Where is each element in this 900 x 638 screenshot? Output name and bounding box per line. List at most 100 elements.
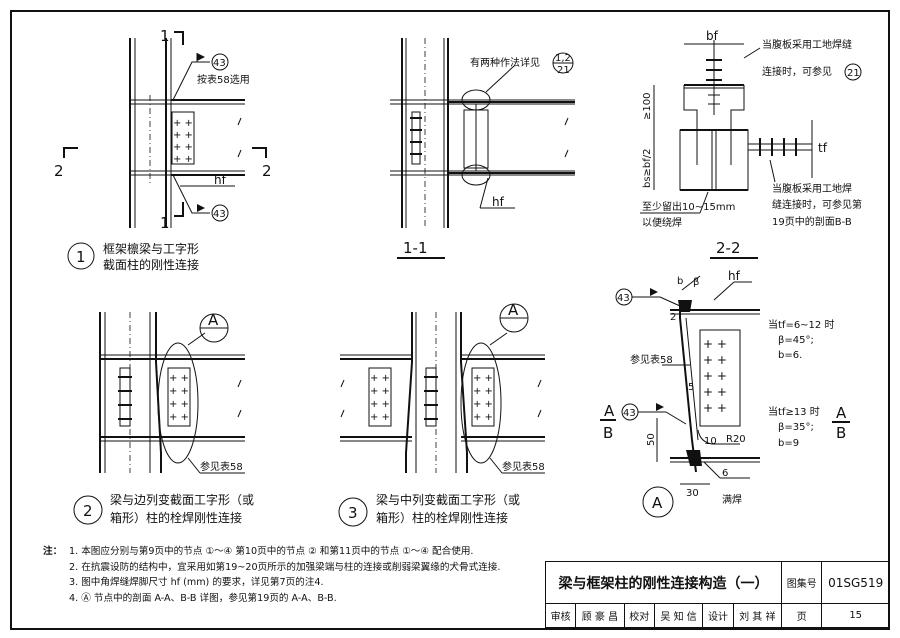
svg-text:+ +: + + <box>473 399 493 410</box>
general-notes: 注： 1. 本图应分别与第9页中的节点 ①～④ 第10页中的节点 ② 和第11页… <box>43 544 538 606</box>
cut-mark-1-top: 1 <box>160 27 170 45</box>
svg-text:+ +: + + <box>173 142 193 153</box>
dA-dim-50: 50 <box>646 433 657 446</box>
d3-ref: 参见表58 <box>502 460 545 473</box>
detail-3: + + + + + + + + + + + + + + + + A 参见表58 … <box>338 301 545 527</box>
detail-3-number: 3 <box>348 504 358 522</box>
s11-ref-top: 1,2 <box>555 53 571 64</box>
note-item: 3. 图中角焊缝焊脚尺寸 hf (mm) 的要求，详见第7页的注4. <box>69 577 324 589</box>
svg-text:+ +: + + <box>473 386 493 397</box>
dA-sec-b-left: B <box>603 424 613 442</box>
detail-1-number: 1 <box>76 248 86 266</box>
svg-text:+ +: + + <box>169 399 189 410</box>
page-label: 页 <box>781 603 823 628</box>
d2-ref: 参见表58 <box>200 460 243 473</box>
dim-hf-1: hf <box>214 173 227 187</box>
s22-note-right-1: 当腹板采用工地焊 <box>772 182 852 195</box>
svg-text:+ +: + + <box>370 386 390 397</box>
dA-weld-ref-mid: 43 <box>623 408 636 419</box>
dA-dim-6: 6 <box>722 468 728 479</box>
svg-text:+ +: + + <box>703 385 727 399</box>
d3-callout: A <box>508 301 519 319</box>
s22-note-right-3: 19页中的剖面B-B <box>772 215 852 228</box>
svg-text:+ +: + + <box>370 399 390 410</box>
weld-ref-top: 43 <box>213 58 226 69</box>
svg-text:+ +: + + <box>169 412 189 423</box>
dA-cond1-2: β=45°; <box>778 335 814 346</box>
s11-dim-hf: hf <box>492 195 505 209</box>
dA-dim-5: 5 <box>688 382 694 393</box>
s22-note-top-2: 连接时，可参见 <box>762 65 832 78</box>
svg-text:+ +: + + <box>173 130 193 141</box>
detail-1-title-line2: 截面柱的刚性连接 <box>103 257 199 272</box>
d2-callout: A <box>208 311 219 329</box>
dA-weld-note: 满焊 <box>722 494 742 506</box>
s22-note-right-2: 缝连接时，可参见第 <box>772 198 862 211</box>
design-label: 设计 <box>702 603 734 628</box>
dA-cond2-1: 当tf≥13 时 <box>768 405 820 418</box>
s22-note-top-ref: 21 <box>847 68 860 79</box>
dA-dim-r20: R20 <box>726 434 746 445</box>
note-item: 2. 在抗震设防的结构中，宜采用如第19~20页所示的加强梁端与柱的连接或削弱梁… <box>69 561 501 573</box>
dA-sec-b-right: B <box>836 424 846 442</box>
s22-note-left-2: 以便绕焊 <box>642 216 682 229</box>
cut-mark-2-right: 2 <box>262 162 272 180</box>
s22-dim-bf: bf <box>706 29 719 43</box>
note-item: 4. Ⓐ 节点中的剖面 A-A、B-B 详图，参见第19页的 A-A、B-B. <box>69 592 337 604</box>
dA-dim-10: 10 <box>704 436 717 447</box>
drawing-title: 梁与框架柱的刚性连接构造（一） <box>544 561 783 604</box>
detail-1-title-line1: 框架檩梁与工字形 <box>103 241 199 256</box>
page-number: 15 <box>821 603 890 628</box>
atlas-label: 图集号 <box>781 561 823 604</box>
review-name: 顾 豪 昌 <box>575 603 625 628</box>
s22-dim-100: ≥100 <box>642 93 653 120</box>
notes-label: 注： <box>43 546 63 557</box>
svg-text:+ +: + + <box>473 373 493 384</box>
atlas-number: 01SG519 <box>821 561 890 604</box>
svg-text:+ +: + + <box>703 337 727 351</box>
s22-note-top-1: 当腹板采用工地焊缝 <box>762 38 852 51</box>
dA-label: A <box>652 494 663 512</box>
s11-title: 1-1 <box>403 239 428 257</box>
review-label: 审核 <box>544 603 577 628</box>
weld-ref-bottom: 43 <box>213 209 226 220</box>
detail-a: + + + + + + + + + + b β hf 2 5 10 R20 50… <box>600 269 850 518</box>
s22-dim-bs: bs≥bf/2 <box>642 148 653 188</box>
section-2-2: tf bf ≥100 bs≥bf/2 当腹板采用工地焊缝 连接时，可参见 21 … <box>640 29 862 259</box>
s22-dim-tf: tf <box>818 141 828 155</box>
dA-cond2-2: β=35°; <box>778 422 814 433</box>
dA-cond1-1: 当tf=6~12 时 <box>768 318 834 331</box>
svg-text:+ +: + + <box>173 154 193 165</box>
detail-3-title-line1: 梁与中列变截面工字形（或 <box>376 492 520 507</box>
svg-text:+ +: + + <box>703 353 727 367</box>
dA-cond1-3: b=6. <box>778 350 802 361</box>
dA-dim-30: 30 <box>686 488 699 499</box>
title-block: 梁与框架柱的刚性连接构造（一） 图集号 01SG519 审核 顾 豪 昌 校对 … <box>544 561 890 628</box>
detail-2-title-line1: 梁与边列变截面工字形（或 <box>110 492 254 507</box>
s22-note-left-1: 至少留出10~15mm <box>642 200 735 213</box>
table-note: 按表58选用 <box>197 73 250 86</box>
design-name: 刘 其 祥 <box>732 603 783 628</box>
dA-dim-2: 2 <box>670 312 676 323</box>
s11-ref-bottom: 21 <box>557 65 570 76</box>
dA-dim-hf: hf <box>728 269 741 283</box>
detail-2-number: 2 <box>83 502 93 520</box>
dA-sec-a-right: A <box>836 404 847 422</box>
cut-mark-2-left: 2 <box>54 162 64 180</box>
note-item: 1. 本图应分别与第9页中的节点 ①～④ 第10页中的节点 ② 和第11页中的节… <box>69 546 474 557</box>
s22-title: 2-2 <box>716 239 741 257</box>
cut-mark-1-bottom: 1 <box>160 214 170 232</box>
svg-text:+ +: + + <box>370 412 390 423</box>
svg-text:+ +: + + <box>703 401 727 415</box>
detail-2: + + + + + + + + A 参见表58 2 梁与边列变截面工字形（或 箱… <box>73 311 254 525</box>
section-1-1: 有两种作法详见 1,2 21 hf 1-1 <box>390 38 575 259</box>
dA-weld-ref-top: 43 <box>617 293 630 304</box>
dA-dim-beta: β <box>693 277 699 288</box>
notes-list: 1. 本图应分别与第9页中的节点 ①～④ 第10页中的节点 ② 和第11页中的节… <box>43 544 538 606</box>
sheet-border <box>10 10 890 630</box>
detail-2-title-line2: 箱形）柱的栓焊刚性连接 <box>110 510 242 525</box>
dA-dim-b: b <box>677 276 683 287</box>
dA-cond2-3: b=9 <box>778 438 799 449</box>
svg-text:+ +: + + <box>169 386 189 397</box>
